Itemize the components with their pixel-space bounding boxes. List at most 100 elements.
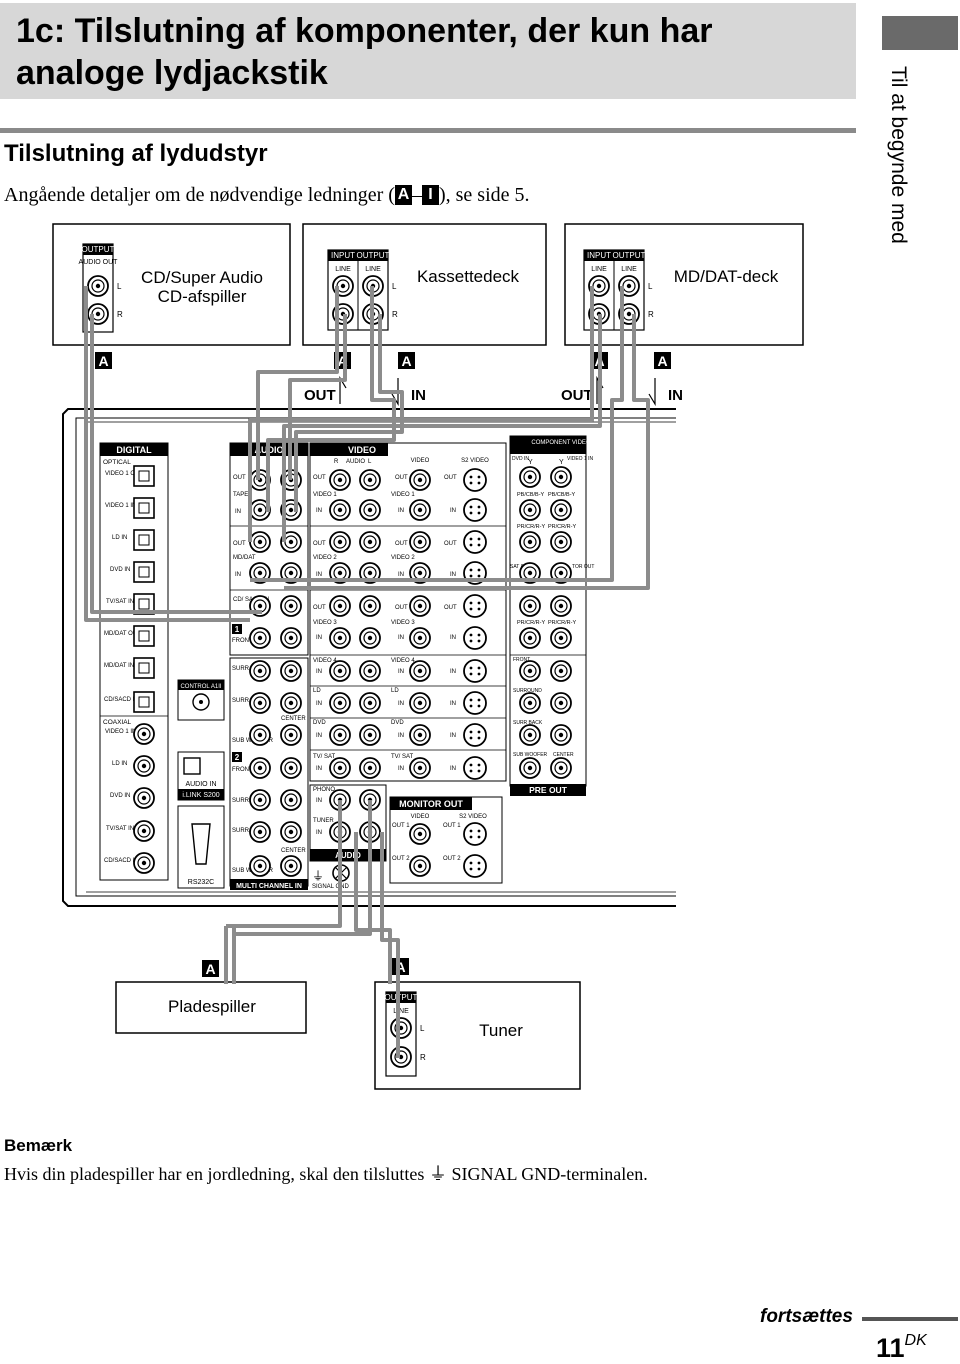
coax-label-2: DVD IN xyxy=(110,793,130,799)
turntable-name: Pladespiller xyxy=(168,997,256,1016)
tvsat-vin: IN xyxy=(398,766,404,772)
cd-name-2: CD-afspiller xyxy=(158,287,247,306)
front-label-1: FRONT xyxy=(232,638,253,644)
md-out: OUT xyxy=(233,541,246,547)
cd-r-label: R xyxy=(117,310,123,319)
v2-out: OUT xyxy=(313,541,326,547)
v3-label: VIDEO 3 xyxy=(313,620,337,626)
comp-sat-in: SAT IN xyxy=(510,564,526,570)
v3-vin: IN xyxy=(398,635,404,641)
ld-vin: IN xyxy=(398,701,404,707)
side-tab-label: Til at begynde med xyxy=(887,66,910,244)
phono-in: IN xyxy=(316,798,322,804)
video-row-jacks: OUT OUT OUT VIDEO 1 VIDEO 1 IN IN IN OUT… xyxy=(310,468,506,780)
flow-out-1: OUT xyxy=(304,387,336,404)
v1-sin: IN xyxy=(450,508,456,514)
video-sub-head: VIDEO xyxy=(411,458,430,464)
v3-out: OUT xyxy=(313,605,326,611)
opt-label-6: MD/DAT IN xyxy=(104,663,134,669)
cassette-line-out: LINE xyxy=(365,266,381,273)
mddat-input-label: INPUT xyxy=(587,251,611,260)
note-text: Hvis din pladespiller har en jordledning… xyxy=(4,1160,648,1186)
pre-center: CENTER xyxy=(553,752,574,758)
mddat-line-in: LINE xyxy=(591,266,607,273)
pre-out-label: PRE OUT xyxy=(529,785,568,795)
tape-label: TAPE xyxy=(233,492,248,498)
pre-surrback: SURR BACK xyxy=(513,720,543,726)
cable-a-5: A xyxy=(657,353,667,369)
v2-sout: OUT xyxy=(444,541,457,547)
ld-label: LD xyxy=(313,688,321,694)
center-1: CENTER xyxy=(281,716,306,722)
tvsat-sin: IN xyxy=(450,766,456,772)
optical-label: OPTICAL xyxy=(103,459,131,466)
cd-player: OUTPUT AUDIO OUT L R CD/Super Audio CD-a… xyxy=(52,223,291,346)
ld-sin: IN xyxy=(450,701,456,707)
cable-a-1: A xyxy=(98,353,108,369)
intro-after: ), se side 5. xyxy=(438,184,530,206)
note-heading: Bemærk xyxy=(4,1136,73,1155)
v2-sin: IN xyxy=(450,572,456,578)
intro-dash: – xyxy=(411,184,422,206)
intro-text: Angående detaljer om de nødvendige ledni… xyxy=(4,184,530,207)
flow-arrow-down-1 xyxy=(391,378,399,407)
v2-vout: OUT xyxy=(395,541,408,547)
monitor-out-label: MONITOR OUT xyxy=(399,799,463,809)
v3-sout: OUT xyxy=(444,605,457,611)
v1-in: IN xyxy=(316,508,322,514)
md-in: IN xyxy=(235,572,241,578)
control-a1-label: CONTROL A1II xyxy=(180,684,221,690)
mddat-line-out: LINE xyxy=(621,266,637,273)
ilink-label: i.LINK S200 xyxy=(182,792,219,799)
ld-in: IN xyxy=(316,701,322,707)
page-number: 11DK xyxy=(876,1332,927,1364)
mddat-l: L xyxy=(648,282,653,291)
v1-out: OUT xyxy=(313,475,326,481)
cassette-input-label: INPUT xyxy=(331,251,355,260)
dvd-label: DVD xyxy=(313,720,326,726)
cassette-output-label: OUTPUT xyxy=(357,251,390,260)
digital-title: DIGITAL xyxy=(116,445,152,455)
v2-label: VIDEO 2 xyxy=(313,555,337,561)
comp-pr-3: PR/CR/R-Y xyxy=(517,620,545,626)
mddat-name: MD/DAT-deck xyxy=(674,267,779,286)
phono-label: PHONO xyxy=(313,787,335,793)
mddat-output-label: OUTPUT xyxy=(613,251,646,260)
dvd-label-b: DVD xyxy=(391,720,404,726)
component-title: COMPONENT VIDEO xyxy=(531,440,591,446)
mon-out1: OUT 1 xyxy=(392,823,410,829)
v3-sin: IN xyxy=(450,635,456,641)
opt-label-7: CD/SACD IN xyxy=(104,697,139,703)
v4-sin: IN xyxy=(450,669,456,675)
tuner-box: OUTPUT LINE L R Tuner xyxy=(374,981,581,1090)
comp-dvd-in: DVD IN xyxy=(512,456,529,462)
control-section: CONTROL A1II AUDIO IN i.LINK S200 RS232C xyxy=(177,679,225,889)
tuner-name: Tuner xyxy=(479,1021,523,1040)
cable-a-2: A xyxy=(337,353,347,369)
coax-label-3: TV/SAT IN xyxy=(106,826,134,832)
opt-label-4: TV/SAT IN xyxy=(106,599,134,605)
mon-s-out1: OUT 1 xyxy=(443,823,461,829)
v2-in: IN xyxy=(316,572,322,578)
comp-pb-2: PB/CB/B-Y xyxy=(548,492,576,498)
v1-label: VIDEO 1 xyxy=(313,492,337,498)
cd-l-label: L xyxy=(117,282,122,291)
opt-label-1: VIDEO 1 IN xyxy=(105,503,136,509)
flow-in-1: IN xyxy=(411,387,426,404)
cassette-name: Kassettedeck xyxy=(417,267,520,286)
tuner-box-l: L xyxy=(420,1024,425,1033)
monitor-s2: S2 VIDEO xyxy=(459,814,487,820)
cables xyxy=(84,286,650,1058)
flow-arrow-down-2 xyxy=(648,378,656,407)
v3-in: IN xyxy=(316,635,322,641)
cable-letter-i: I xyxy=(421,185,439,205)
comp-y-1: Y xyxy=(528,459,533,466)
mon-s-out2: OUT 2 xyxy=(443,856,461,862)
signal-gnd-label: SIGNAL GND xyxy=(312,884,349,890)
v4-vin: IN xyxy=(398,669,404,675)
mddat-deck: INPUT OUTPUT LINE LINE L R MD/DAT-deck xyxy=(564,223,804,346)
tvsat-label: TV/ SAT xyxy=(313,754,336,760)
cassette-line-in: LINE xyxy=(335,266,351,273)
v1-sout: OUT xyxy=(444,475,457,481)
side-tab: Til at begynde med xyxy=(886,66,930,366)
